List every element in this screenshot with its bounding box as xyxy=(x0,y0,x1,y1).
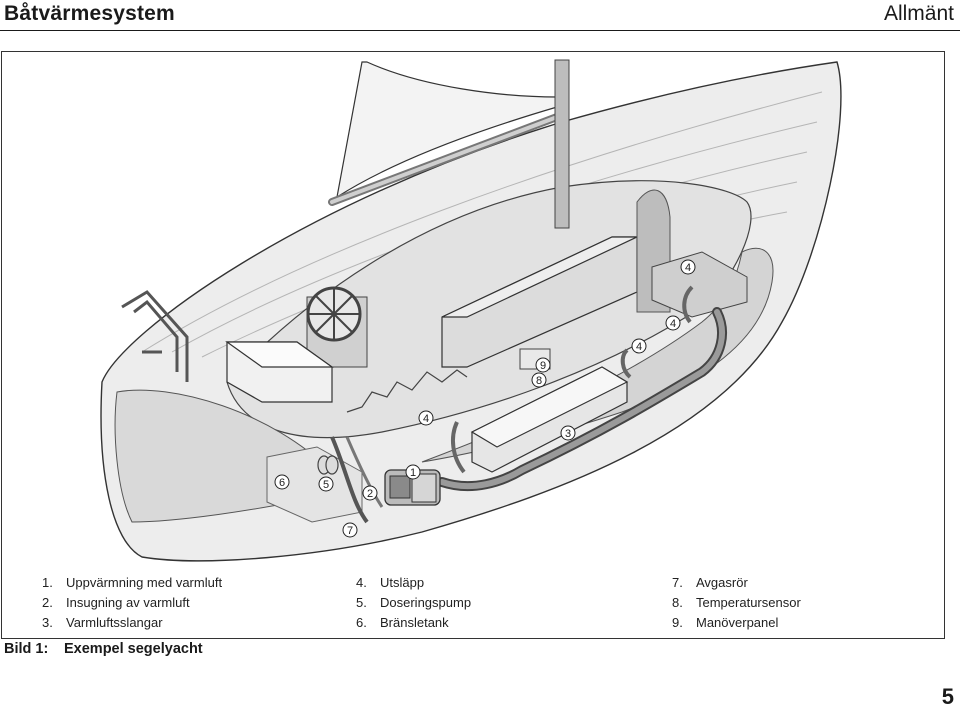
callout-2: 2 xyxy=(362,485,378,501)
svg-text:4: 4 xyxy=(670,318,676,330)
callout-7: 7 xyxy=(342,522,358,538)
steering-wheel xyxy=(306,286,368,368)
legend-item: 3.Varmluftsslangar xyxy=(42,615,163,630)
sailboat-illustration: 1 2 3 4 4 4 4 5 6 7 8 9 xyxy=(100,59,842,562)
svg-text:9: 9 xyxy=(540,360,546,372)
callout-3: 3 xyxy=(560,425,576,441)
svg-text:3: 3 xyxy=(565,428,571,440)
svg-text:7: 7 xyxy=(347,525,353,537)
legend-column-1: 1.Uppvärmning med varmluft 2.Insugning a… xyxy=(42,573,222,633)
svg-text:4: 4 xyxy=(423,413,429,425)
legend-column-2: 4.Utsläpp 5.Doseringspump 6.Bränsletank xyxy=(356,573,471,633)
svg-text:2: 2 xyxy=(367,488,373,500)
cut-line xyxy=(346,369,468,413)
svg-text:8: 8 xyxy=(536,375,542,387)
svg-text:5: 5 xyxy=(323,479,329,491)
header-divider xyxy=(0,30,960,31)
cockpit-bench xyxy=(225,341,334,403)
svg-text:4: 4 xyxy=(685,262,691,274)
callout-5: 5 xyxy=(318,476,334,492)
duct-housing xyxy=(470,366,629,473)
legend-item: 6.Bränsletank xyxy=(356,615,449,630)
mast xyxy=(554,59,570,229)
callout-4b: 4 xyxy=(631,338,647,354)
legend-item: 4.Utsläpp xyxy=(356,575,425,590)
legend-item: 1.Uppvärmning med varmluft xyxy=(42,575,223,590)
figure-frame: 1 2 3 4 4 4 4 5 6 7 8 9 1.Uppvärmning me… xyxy=(1,51,945,639)
svg-text:4: 4 xyxy=(636,341,642,353)
callout-9: 9 xyxy=(535,357,551,373)
forward-locker xyxy=(651,251,748,318)
callout-6: 6 xyxy=(274,474,290,490)
legend-column-3: 7.Avgasrör 8.Temperatursensor 9.Manöverp… xyxy=(672,573,801,633)
figure-caption: Bild 1: Exempel segelyacht xyxy=(4,641,203,657)
stern-rail xyxy=(121,290,189,382)
legend-item: 8.Temperatursensor xyxy=(672,595,801,610)
heater-unit xyxy=(384,469,441,506)
callout-8: 8 xyxy=(531,372,547,388)
legend-item: 9.Manöverpanel xyxy=(672,615,779,630)
callout-4a: 4 xyxy=(418,410,434,426)
callout-4c: 4 xyxy=(665,315,681,331)
outlet-hoses xyxy=(450,285,694,474)
svg-text:1: 1 xyxy=(410,467,416,479)
page-header-section: Allmänt xyxy=(883,2,954,25)
legend-item: 5.Doseringspump xyxy=(356,595,472,610)
figure-caption-label: Bild 1: xyxy=(4,641,49,657)
page-number: 5 xyxy=(941,684,954,709)
page-header-title: Båtvärmesystem xyxy=(4,2,175,25)
dosing-pump xyxy=(317,455,339,475)
legend-item: 7.Avgasrör xyxy=(672,575,748,590)
legend-item: 2.Insugning av varmluft xyxy=(42,595,190,610)
callout-1: 1 xyxy=(405,464,421,480)
callouts: 1 2 3 4 4 4 4 5 6 7 8 9 xyxy=(274,259,696,538)
svg-text:6: 6 xyxy=(279,477,285,489)
exhaust-pipe xyxy=(330,436,369,524)
callout-4d: 4 xyxy=(680,259,696,275)
figure-caption-text: Exempel segelyacht xyxy=(64,641,203,657)
